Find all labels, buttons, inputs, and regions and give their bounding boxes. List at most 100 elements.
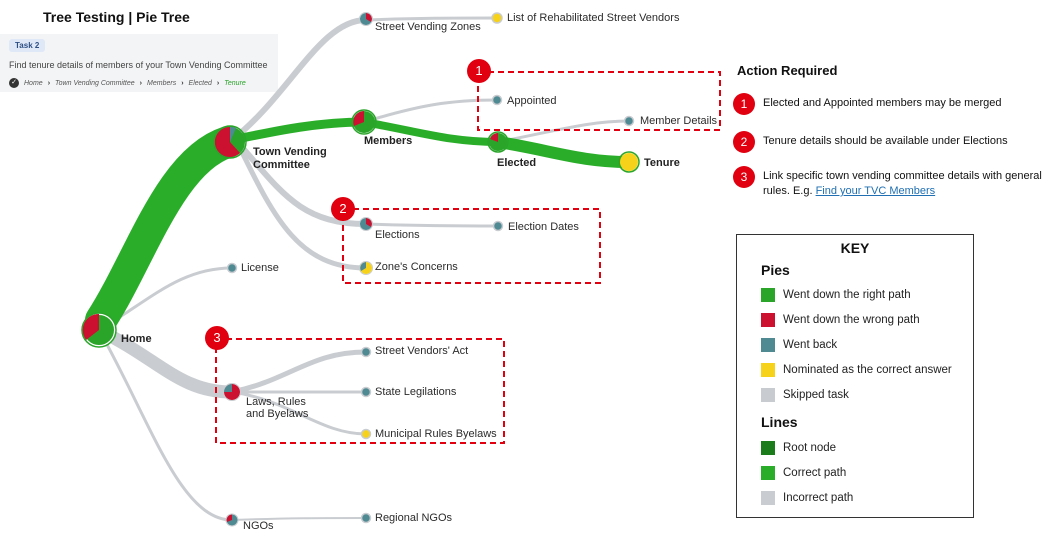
key-row-incorrect-path: Incorrect path [761,491,853,505]
node-regional-ngos[interactable] [360,512,372,524]
task-panel: Task 2 Find tenure details of members of… [0,34,278,92]
key-lines-heading: Lines [761,414,798,430]
callout-badge-3: 3 [205,326,229,350]
breadcrumb-item: Members [147,79,177,87]
label-election-dates: Election Dates [508,221,579,233]
chevron-right-icon: › [139,79,143,87]
breadcrumb-item-current: Tenure [224,79,246,87]
action-badge-3: 3 [733,166,755,188]
swatch-nominated [761,363,775,377]
callout-box-1 [477,71,721,131]
callout-badge-2: 2 [331,197,355,221]
edge-elected-memberdetails [496,119,631,144]
label-tvc-line1: Town Vending [253,146,327,158]
callout-boxes [215,71,721,444]
breadcrumb: ✓ Home › Town Vending Committee › Member… [9,78,246,88]
swatch-went-back [761,338,775,352]
action-text-3: Link specific town vending committee det… [763,166,1043,199]
key-label: Correct path [783,467,847,479]
key-title: KEY [840,240,870,256]
node-town-vending-committee[interactable] [213,125,247,159]
key-label: Nominated as the correct answer [783,364,952,376]
edge-home-tvc [85,126,244,336]
label-zones-concerns: Zone's Concerns [375,261,458,273]
node-member-details[interactable] [623,115,635,127]
node-state-legilations[interactable] [360,386,372,398]
breadcrumb-item: Home [24,79,43,87]
key-label: Went down the wrong path [783,314,920,326]
callout-badge-1: 1 [467,59,491,83]
node-ngos[interactable] [225,513,239,527]
find-tvc-members-link[interactable]: Find your TVC Members [815,185,936,197]
node-zones-concerns[interactable] [359,261,373,275]
key-row-correct-path: Correct path [761,466,846,480]
node-list-rehabilitated[interactable] [491,12,503,24]
key-row-wrong-path: Went down the wrong path [761,313,920,327]
key-pies-heading: Pies [761,262,790,278]
swatch-right-path [761,288,775,302]
task-text: Find tenure details of members of your T… [9,60,268,70]
action-item-3: 3 Link specific town vending committee d… [733,166,1043,199]
edge-members-appointed [362,98,499,124]
node-appointed[interactable] [491,94,503,106]
edge-home-ngos [97,328,234,522]
label-elections: Elections [375,229,420,241]
correct-paths [85,117,635,336]
label-member-details: Member Details [640,115,718,127]
label-appointed: Appointed [507,95,557,107]
edge-elections-dates [364,222,500,228]
breadcrumb-item: Town Vending Committee [55,79,135,87]
label-elected: Elected [497,157,536,169]
label-municipal-rules: Municipal Rules Byelaws [375,428,497,440]
chevron-right-icon: › [181,79,184,87]
edge-tvc-elections [237,142,369,227]
node-home[interactable] [81,312,117,348]
label-state-legilations: State Legilations [375,386,457,398]
breadcrumb-item: Elected [188,79,212,87]
key-label: Incorrect path [783,492,854,504]
action-item-2: 2 Tenure details should be available und… [733,131,1043,153]
edge-elected-tenure [492,136,635,168]
key-label: Skipped task [783,389,849,401]
node-members[interactable] [351,109,377,135]
node-municipal-rules[interactable] [360,428,372,440]
key-label: Root node [783,442,837,454]
label-list-rehabilitated: List of Rehabilitated Street Vendors [507,12,680,24]
node-elected[interactable] [487,131,509,153]
key-label: Went back [783,339,838,351]
label-laws-line1: Laws, Rules [246,396,306,408]
node-street-vending-zones[interactable] [359,12,373,26]
chevron-right-icon: › [47,79,51,87]
key-row-root-node: Root node [761,441,836,455]
swatch-wrong-path [761,313,775,327]
edge-members-elected [360,118,502,146]
task-chip: Task 2 [9,39,46,52]
label-tvc-line2: Committee [253,159,310,171]
swatch-incorrect-path [761,491,775,505]
label-street-vending-zones: Street Vending Zones [375,21,481,33]
label-tenure: Tenure [644,157,680,169]
label-ngos: NGOs [243,520,274,532]
node-elections[interactable] [359,217,373,231]
node-street-vendors-act[interactable] [360,346,372,358]
check-icon: ✓ [9,78,19,88]
node-tenure[interactable] [618,151,640,173]
action-badge-2: 2 [733,131,755,153]
node-laws-rules-byelaws[interactable] [223,383,241,401]
edge-laws-sva [229,349,369,395]
label-license: License [241,262,279,274]
label-street-vendors-act: Street Vendors' Act [375,345,468,357]
action-item-1: 1 Elected and Appointed members may be m… [733,93,1043,115]
node-license[interactable] [226,262,238,274]
swatch-root-node [761,441,775,455]
node-election-dates[interactable] [492,220,504,232]
edge-tvc-members [227,117,369,145]
key-label: Went down the right path [783,289,911,301]
key-row-right-path: Went down the right path [761,288,911,302]
edge-tvc-svz [229,17,369,143]
key-row-nominated: Nominated as the correct answer [761,363,952,377]
action-required-title: Action Required [737,63,838,78]
node-labels: Home Town Vending Committee Street Vendi… [121,12,718,532]
page-title: Tree Testing | Pie Tree [43,9,190,25]
